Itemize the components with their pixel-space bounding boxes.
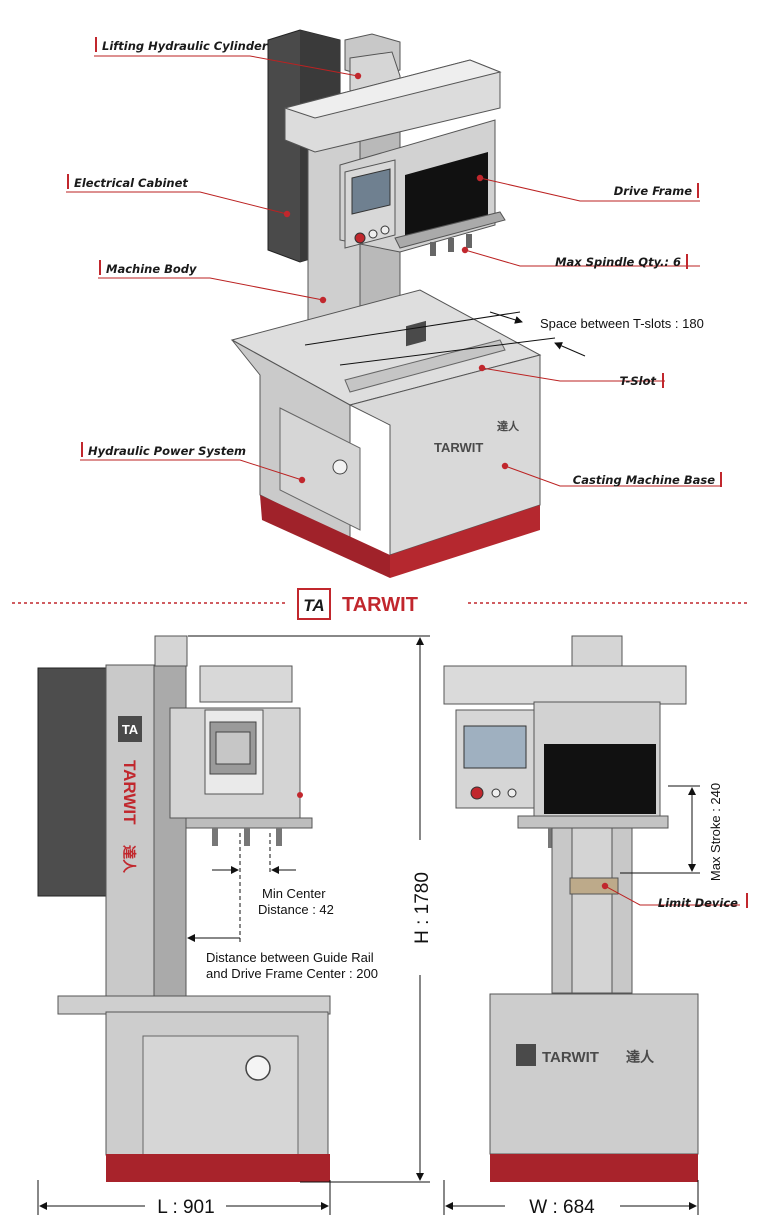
label-casting-base: Casting Machine Base: [573, 473, 715, 487]
side-brand-chinese: 達人: [121, 845, 137, 874]
label-machine-body: Machine Body: [106, 262, 197, 276]
dim-min-center-1: Min Center: [262, 886, 326, 901]
base-logo-chinese: 達人: [497, 419, 520, 433]
callout-ticks: [67, 37, 748, 908]
front-logo-text: TARWIT: [542, 1049, 599, 1066]
t-slot-dimension: [304, 311, 586, 366]
front-dimension-lines: [443, 785, 700, 1215]
dim-length: L : 901: [157, 1197, 214, 1218]
side-logo-glyph: TA: [122, 722, 139, 737]
label-max-spindle: Max Spindle Qty.: 6: [555, 255, 681, 269]
dim-max-stroke: Max Stroke : 240: [708, 783, 723, 881]
tarwit-logo-icon: [297, 588, 331, 620]
label-electrical-cabinet: Electrical Cabinet: [74, 176, 188, 190]
label-lifting-cylinder: Lifting Hydraulic Cylinder: [102, 39, 269, 53]
brand-divider: TA TARWIT: [12, 588, 748, 620]
label-hydraulic-power: Hydraulic Power System: [88, 444, 246, 458]
side-brand-name: TARWIT: [120, 760, 139, 825]
label-t-slot: T-Slot: [619, 374, 656, 388]
callout-lines-top: [66, 55, 722, 487]
limit-device-dot: [601, 882, 609, 890]
isometric-view: TARWIT 達人: [230, 29, 542, 578]
front-view: TARWIT 達人: [443, 635, 699, 1182]
height-dimension: [188, 635, 430, 1183]
side-view: TA TARWIT 達人: [37, 635, 331, 1182]
dim-width: W : 684: [529, 1197, 595, 1218]
logo-glyph: TA: [303, 596, 324, 615]
base-logo-text: TARWIT: [434, 440, 483, 455]
dim-height: H : 1780: [412, 872, 433, 944]
label-drive-frame: Drive Frame: [614, 184, 692, 198]
dim-min-center-2: Distance : 42: [258, 902, 334, 917]
side-dimension-lines: [37, 833, 331, 1215]
brand-name: TARWIT: [342, 594, 418, 616]
callout-dots-top: [283, 72, 509, 484]
front-logo-chinese: 達人: [626, 1049, 655, 1065]
dim-t-slot-space: Space between T-slots : 180: [540, 316, 704, 331]
dim-guide-rail-1: Distance between Guide Rail: [206, 950, 374, 965]
label-limit-device: Limit Device: [658, 896, 738, 910]
limit-device-line: [604, 885, 740, 906]
dim-guide-rail-2: and Drive Frame Center : 200: [206, 966, 378, 981]
